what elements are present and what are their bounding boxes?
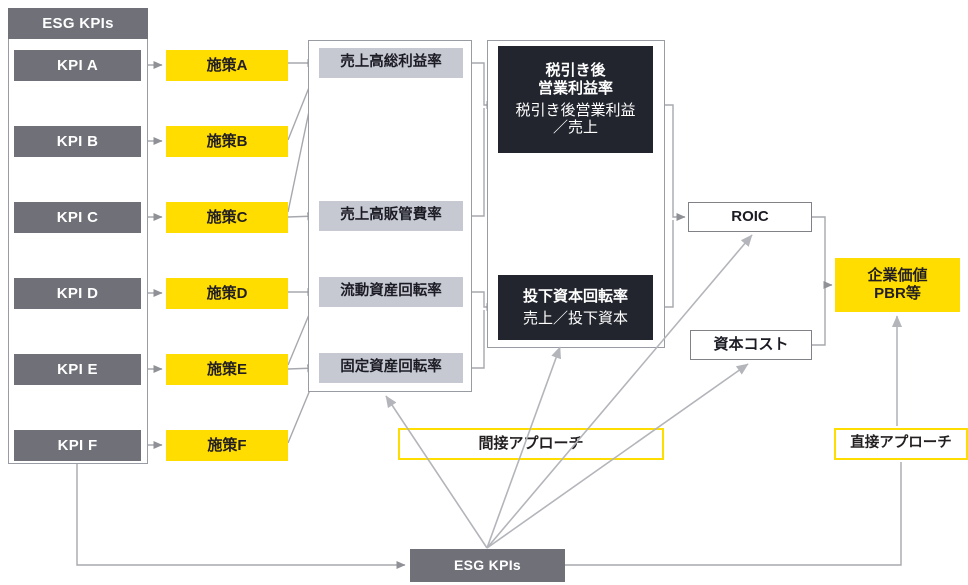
kpi-item-b[interactable]: KPI B [14,126,141,157]
kpi-container [8,38,148,464]
driver-invested-capital-turnover-formula: 売上／投下資本 [522,309,628,327]
ratio-fixed-asset-turnover-label: 固定資産回転率 [340,359,442,376]
kpi-item-a-label: KPI A [57,56,98,74]
measure-item-c-label: 施策C [206,208,248,226]
ratio-sga-ratio[interactable]: 売上高販管費率 [319,201,463,231]
kpi-item-d-label: KPI D [56,284,99,302]
direct-approach-box[interactable]: 直接アプローチ [834,428,968,460]
indirect-approach-label: 間接アプローチ [478,435,584,453]
kpi-item-c-label: KPI C [56,208,99,226]
kpi-item-d[interactable]: KPI D [14,278,141,309]
kpi-item-c[interactable]: KPI C [14,202,141,233]
kpi-item-e-label: KPI E [57,360,98,378]
direct-approach-label: 直接アプローチ [850,435,952,452]
measure-item-c[interactable]: 施策C [166,202,288,233]
driver-nopat-margin-formula-2: ／売上 [552,119,598,137]
ratio-current-asset-turnover-label: 流動資産回転率 [340,283,442,300]
kpi-item-f-label: KPI F [57,436,98,454]
driver-nopat-margin-formula-1: 税引き後営業利益 [515,101,636,119]
measure-item-e-label: 施策E [206,360,247,378]
enterprise-value-line-2: PBR等 [874,285,921,302]
enterprise-value-box[interactable]: 企業価値 PBR等 [835,258,960,312]
ratio-gross-margin-label: 売上高総利益率 [340,54,442,71]
measure-item-d[interactable]: 施策D [166,278,288,309]
measure-item-d-label: 施策D [206,284,248,302]
esg-kpis-header: ESG KPIs [8,8,148,39]
capital-cost-box[interactable]: 資本コスト [690,330,812,360]
driver-invested-capital-turnover[interactable]: 投下資本回転率 売上／投下資本 [498,275,653,340]
kpi-item-e[interactable]: KPI E [14,354,141,385]
measure-item-a-label: 施策A [206,56,248,74]
ratio-fixed-asset-turnover[interactable]: 固定資産回転率 [319,353,463,383]
bottom-esg-kpis-box[interactable]: ESG KPIs [410,549,565,582]
measure-item-f-label: 施策F [207,436,247,454]
esg-kpis-header-label: ESG KPIs [42,14,114,32]
kpi-item-f[interactable]: KPI F [14,430,141,461]
kpi-item-b-label: KPI B [56,132,99,150]
driver-nopat-margin[interactable]: 税引き後 営業利益率 税引き後営業利益 ／売上 [498,46,653,153]
kpi-item-a[interactable]: KPI A [14,50,141,81]
capital-cost-box-label: 資本コスト [713,336,789,354]
measure-item-f[interactable]: 施策F [166,430,288,461]
ratio-gross-margin[interactable]: 売上高総利益率 [319,48,463,78]
measure-item-b-label: 施策B [206,132,248,150]
ratio-current-asset-turnover[interactable]: 流動資産回転率 [319,277,463,307]
ratio-sga-ratio-label: 売上高販管費率 [340,207,442,224]
indirect-approach-box[interactable]: 間接アプローチ [398,428,664,460]
measure-item-e[interactable]: 施策E [166,354,288,385]
driver-invested-capital-turnover-title: 投下資本回転率 [522,287,628,305]
enterprise-value-line-1: 企業価値 [867,267,928,285]
driver-nopat-margin-title-1: 税引き後 [545,62,606,80]
measure-item-a[interactable]: 施策A [166,50,288,81]
roic-box-label: ROIC [731,208,769,226]
roic-box[interactable]: ROIC [688,202,812,232]
driver-nopat-margin-title-2: 営業利益率 [537,79,613,97]
measure-item-b[interactable]: 施策B [166,126,288,157]
bottom-esg-kpis-label: ESG KPIs [454,557,521,574]
